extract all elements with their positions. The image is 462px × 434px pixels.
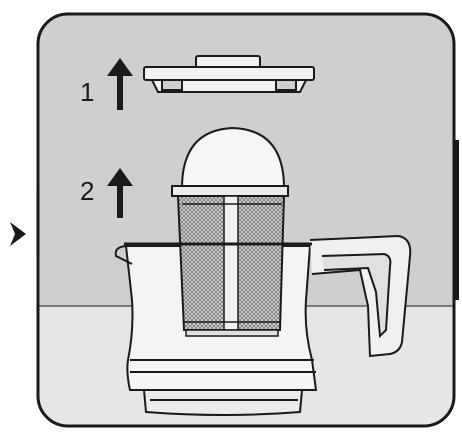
step-2-number: 2 — [80, 176, 94, 206]
step-1-number: 1 — [80, 77, 94, 107]
tea-infuser — [171, 126, 289, 337]
kettle-lid — [143, 55, 315, 93]
arrow-up-icon — [107, 58, 133, 110]
arrow-up-icon — [107, 168, 133, 218]
step-2: 2 — [80, 168, 133, 218]
step-1: 1 — [80, 58, 133, 110]
chevron-right-icon — [10, 222, 26, 246]
